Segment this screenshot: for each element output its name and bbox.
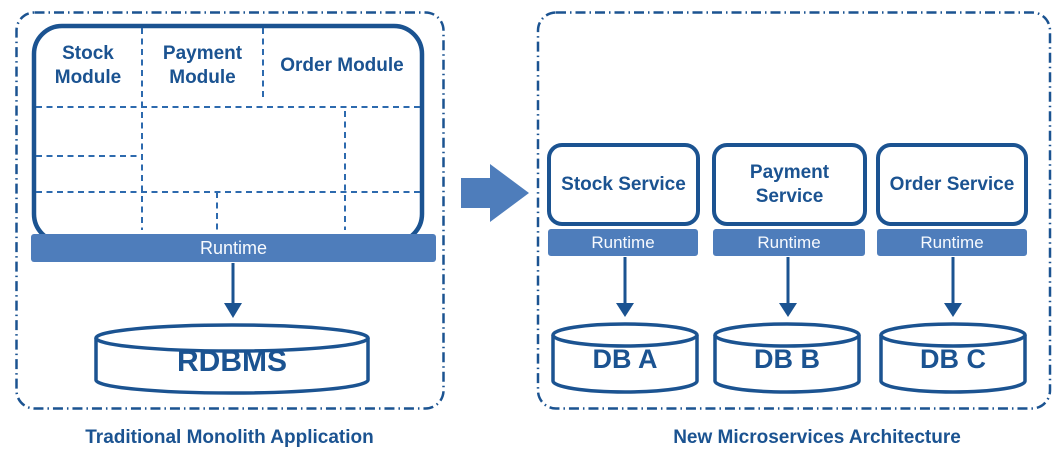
db-c-cylinder-icon [879,322,1027,394]
module-payment: Payment Module [144,26,261,105]
stock-runtime-bar: Runtime [548,229,698,256]
db-a-cylinder-icon [551,322,699,394]
payment-runtime-bar: Runtime [713,229,865,256]
module-order-label: Order Module [280,54,404,76]
down-arrow-icon [944,303,962,317]
down-arrow-icon [779,303,797,317]
service-stock-label: Stock Service [561,173,686,195]
monolith-boundary-box [15,11,445,410]
service-box-payment: Payment Service [712,143,867,226]
service-box-order: Order Service [876,143,1028,226]
monolith-caption: Traditional Monolith Application [85,427,374,448]
service-box-stock: Stock Service [547,143,700,226]
service-payment-label: Payment Service [749,161,830,207]
microservices-caption: New Microservices Architecture [673,427,961,448]
db-b-cylinder-icon [713,322,861,394]
down-arrow-icon [224,303,242,318]
monolith-internal-partitions [36,28,420,230]
db-c-label: DB C [920,343,986,374]
right-block-arrow-icon [461,164,529,222]
monolith-runtime-label: Runtime [199,237,268,258]
payment-db-connector [779,257,797,317]
down-arrow-icon [616,303,634,317]
stock-db-connector [616,257,634,317]
db-b-label: DB B [754,343,820,374]
module-order: Order Module [265,26,419,105]
module-stock: Stock Module [36,26,140,105]
service-order-label: Order Service [889,173,1015,195]
monolith-db-connector [224,263,242,318]
rdbms-cylinder-icon [94,323,370,395]
order-runtime-label: Runtime [920,232,984,252]
stock-runtime-label: Runtime [591,232,655,252]
module-payment-label: Payment Module [162,42,243,88]
order-runtime-bar: Runtime [877,229,1027,256]
rdbms-label: RDBMS [177,345,287,378]
monolith-runtime-bar: Runtime [31,234,436,262]
db-a-label: DB A [592,343,658,374]
payment-runtime-label: Runtime [757,232,821,252]
module-stock-label: Stock Module [54,42,122,88]
microservices-boundary-box [536,11,1052,410]
order-db-connector [944,257,962,317]
